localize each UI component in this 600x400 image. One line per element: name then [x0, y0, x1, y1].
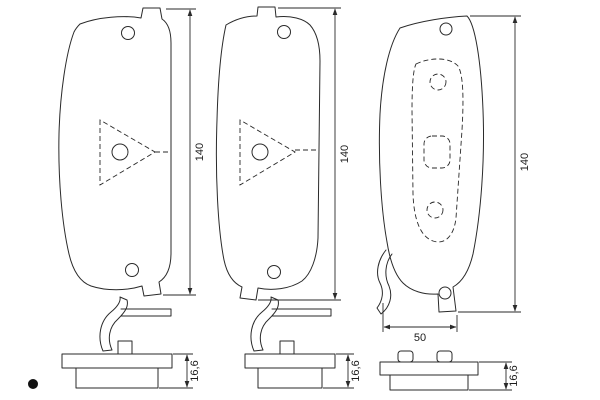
pad3-rear-view — [376, 15, 485, 315]
dimension-pad2-height: 140 — [258, 7, 351, 301]
dimension-pad1-height: 140 — [163, 8, 206, 296]
profile2-thickness-label: 16,6 — [350, 360, 362, 381]
profile2-pin — [279, 340, 295, 355]
pad3-height-label: 140 — [519, 153, 531, 171]
pad1-wear-mark-triangle — [99, 119, 156, 186]
pad3-width-label: 50 — [414, 332, 426, 344]
dimension-profile3-thickness: 16,6 — [469, 361, 520, 391]
profile3-side-view — [379, 350, 479, 391]
profile1-pin — [117, 340, 133, 355]
profile1-spring-clip — [99, 296, 128, 352]
profile2-spring-clip — [250, 296, 279, 352]
pad3-friction-outline — [411, 58, 464, 243]
profile3-clip-right — [436, 350, 453, 363]
dimension-profile2-thickness: 16,6 — [323, 353, 362, 389]
profile1-thickness-label: 16,6 — [189, 360, 201, 381]
profile3-thickness-label: 16,6 — [508, 365, 520, 386]
profile3-backing-plate — [379, 361, 479, 376]
profile3-clip-left — [397, 350, 414, 363]
pad1-front-view — [58, 7, 172, 297]
pad2-center-hole — [251, 143, 269, 161]
pad2-front-view — [215, 6, 321, 301]
pad1-bottom-hole — [125, 263, 139, 277]
pad1-center-hole — [111, 143, 129, 161]
pad3-wear-indicator-wire — [376, 249, 393, 315]
profile2-friction-material — [257, 367, 323, 389]
profile2-side-view — [244, 296, 336, 389]
pad2-outline — [215, 6, 321, 301]
profile1-friction-material — [75, 367, 159, 389]
dimension-pad3-height: 140 — [458, 15, 531, 313]
pad3-lower-hidden-hole — [426, 201, 444, 219]
profile2-spring-bar — [271, 308, 332, 317]
profile1-side-view — [61, 296, 173, 389]
dimension-profile1-thickness: 16,6 — [159, 353, 201, 389]
bullet-marker — [28, 379, 38, 389]
pad3-upper-hidden-hole — [429, 73, 447, 91]
pad3-hidden-slot — [423, 135, 451, 169]
pad1-outline — [58, 7, 172, 297]
pad2-bottom-hole — [267, 265, 281, 279]
profile1-backing-plate — [61, 353, 173, 369]
pad2-height-label: 140 — [339, 145, 351, 163]
pad2-top-hole — [277, 25, 291, 39]
profile1-spring-bar — [120, 308, 172, 317]
dimension-pad3-width: 50 — [382, 303, 458, 344]
pad2-wear-mark-triangle — [239, 119, 296, 186]
pad3-top-hole — [439, 22, 453, 36]
profile3-friction-material — [389, 374, 469, 391]
pad1-top-hole — [121, 26, 135, 40]
profile2-backing-plate — [244, 353, 336, 369]
pad1-height-label: 140 — [194, 143, 206, 161]
pad3-outline — [378, 15, 485, 313]
pad3-bottom-hole — [438, 286, 452, 300]
